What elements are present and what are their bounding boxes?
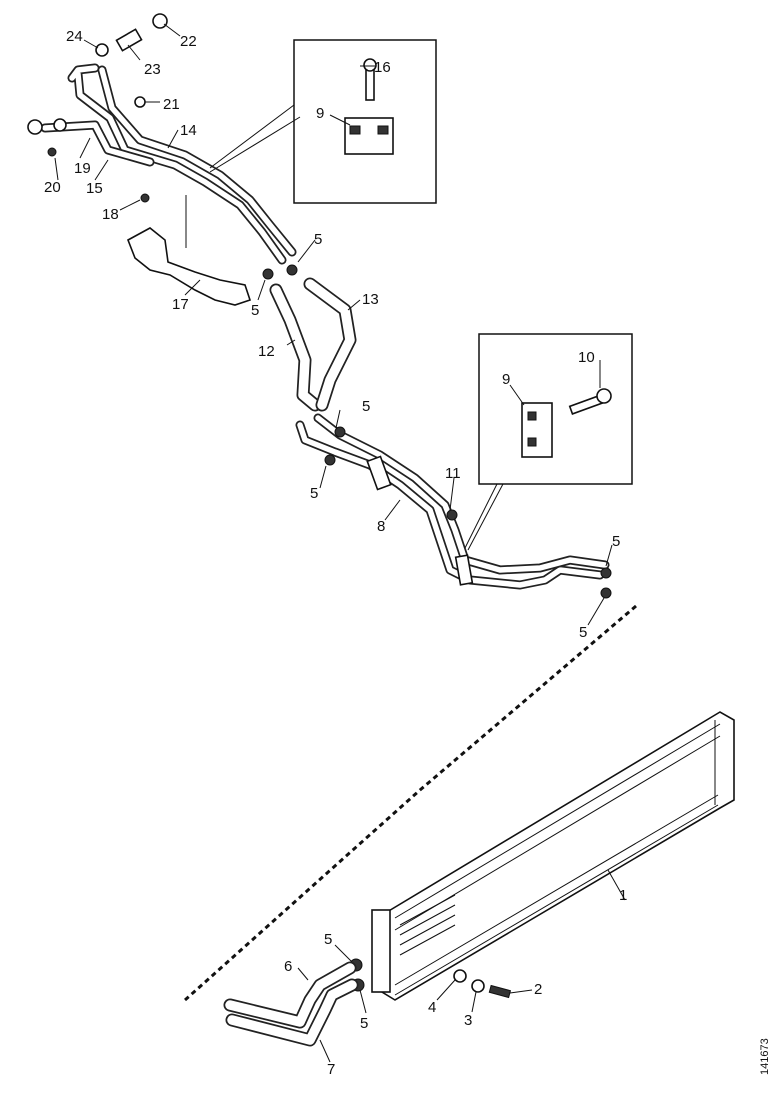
clamp-block-9-upper — [344, 117, 394, 155]
bolt-2 — [488, 984, 512, 999]
callout-2: 2 — [534, 981, 542, 998]
callout-22: 22 — [180, 33, 197, 50]
bolt-20 — [47, 147, 57, 157]
bolt-18 — [140, 193, 150, 203]
inset-clamp-detail-upper — [209, 39, 437, 204]
nut-24 — [95, 43, 109, 57]
plug-left — [27, 119, 43, 135]
callout-18: 18 — [102, 206, 119, 223]
hoses-6-7 — [223, 961, 359, 1047]
upper-fittings — [27, 13, 298, 280]
callout-24: 24 — [66, 28, 83, 45]
callout-4: 4 — [428, 999, 436, 1016]
clamp-block-9-lower — [521, 402, 553, 458]
callout-9-upper: 9 — [316, 105, 324, 122]
callout-20: 20 — [44, 179, 61, 196]
callout-5-d: 5 — [310, 485, 318, 502]
callout-1: 1 — [619, 887, 627, 904]
callout-21: 21 — [163, 96, 180, 113]
callout-5-e: 5 — [612, 533, 620, 550]
callout-11: 11 — [445, 465, 461, 482]
hoses-12-13 — [269, 277, 357, 412]
figure-id: 141673 — [759, 1038, 771, 1075]
callout-19: 19 — [74, 160, 91, 177]
callout-17: 17 — [172, 296, 189, 313]
callout-5-b: 5 — [251, 302, 259, 319]
connector-23 — [115, 28, 143, 52]
leader-lines — [54, 23, 626, 1063]
callout-12: 12 — [258, 343, 275, 360]
callout-5-g: 5 — [324, 931, 332, 948]
middle-pipe-assembly — [295, 413, 612, 599]
dashed-connection — [184, 604, 637, 1002]
oil-cooler-1 — [349, 711, 735, 1001]
callout-23: 23 — [144, 61, 161, 78]
callout-5-h: 5 — [360, 1015, 368, 1032]
upper-pipe-assembly — [40, 63, 297, 265]
callout-10: 10 — [578, 349, 595, 366]
washer-3 — [471, 979, 485, 993]
plug-19 — [53, 118, 67, 132]
callout-16: 16 — [374, 59, 391, 76]
callout-3: 3 — [464, 1012, 472, 1029]
callout-8: 8 — [377, 518, 385, 535]
washer-4 — [453, 969, 467, 983]
callout-15: 15 — [86, 180, 103, 197]
callout-labels: 24 23 22 21 14 19 15 20 18 17 16 9 5 5 1… — [44, 28, 627, 1078]
bracket-17 — [126, 227, 252, 306]
callout-13: 13 — [362, 291, 379, 308]
callout-6: 6 — [284, 958, 292, 975]
callout-9-lower: 9 — [502, 371, 510, 388]
cap-22 — [152, 13, 168, 29]
callout-7: 7 — [327, 1061, 335, 1078]
inset-clamp-detail-lower — [464, 333, 633, 551]
clip-21 — [134, 96, 146, 108]
callout-5-f: 5 — [579, 624, 587, 641]
callout-14: 14 — [180, 122, 197, 139]
callout-5-c: 5 — [362, 398, 370, 415]
callout-5-a: 5 — [314, 231, 322, 248]
